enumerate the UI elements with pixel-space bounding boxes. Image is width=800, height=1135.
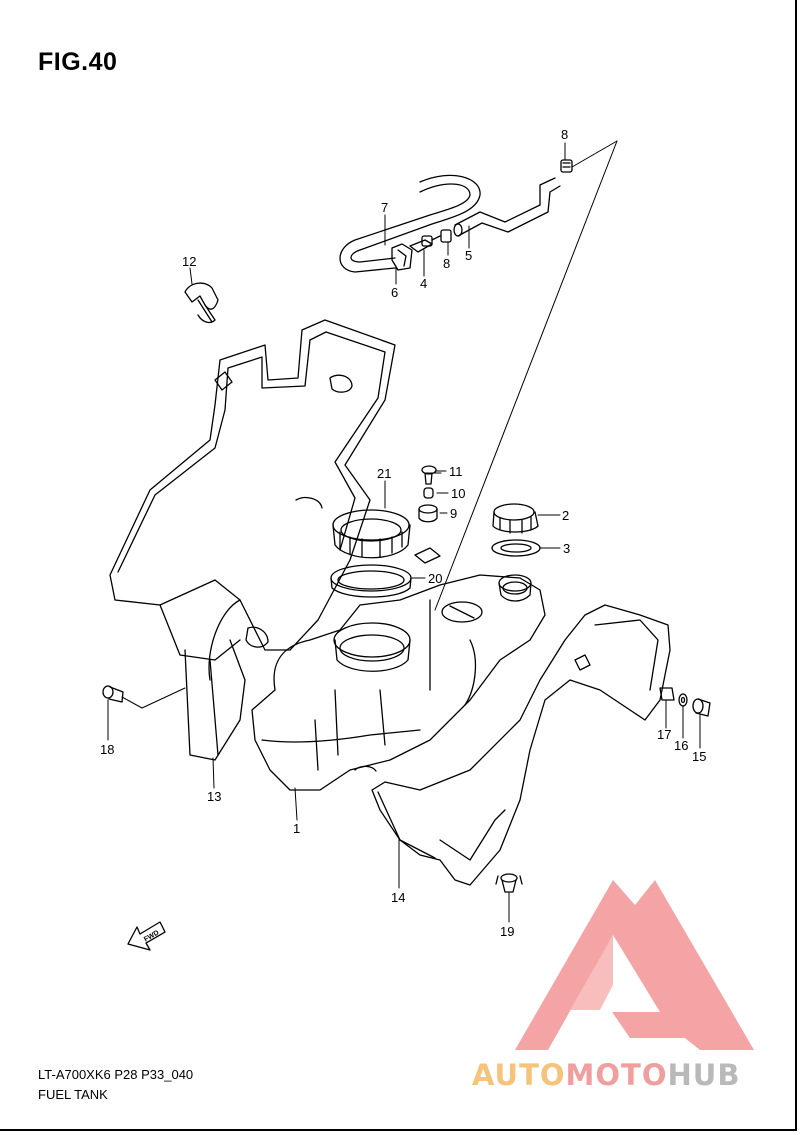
watermark-brand: AUTOMOTOHUB — [472, 1058, 740, 1092]
clip-12 — [184, 282, 219, 324]
callout-18: 18 — [100, 742, 114, 757]
clamp-6 — [391, 243, 413, 271]
cap-gasket-3 — [491, 539, 541, 557]
section-name: FUEL TANK — [38, 1087, 108, 1102]
valve-4 — [409, 235, 441, 253]
clip-19 — [495, 873, 523, 893]
callout-6: 6 — [391, 285, 398, 300]
callout-19: 19 — [500, 924, 514, 939]
callout-14: 14 — [391, 890, 405, 905]
watermark-part-2: MOTO — [565, 1058, 668, 1092]
callout-12: 12 — [182, 254, 196, 269]
screw-11 — [421, 465, 437, 485]
callout-21: 21 — [377, 466, 391, 481]
bolt-18 — [102, 685, 124, 703]
callout-15: 15 — [692, 749, 706, 764]
callout-8-mid: 8 — [443, 256, 450, 271]
clamp-8-top — [560, 159, 573, 173]
callout-5: 5 — [465, 248, 472, 263]
callout-labels: 1 2 3 4 5 6 7 8 8 9 10 11 12 13 14 15 16… — [100, 127, 706, 939]
callout-1: 1 — [293, 821, 300, 836]
clamp-8-mid — [440, 229, 452, 243]
lock-ring-21 — [332, 509, 411, 559]
callout-11: 11 — [449, 464, 463, 479]
callout-16: 16 — [674, 738, 688, 753]
fwd-arrow-icon — [127, 921, 166, 951]
callout-20: 20 — [428, 571, 442, 586]
watermark-part-1: AUTO — [472, 1058, 566, 1092]
callout-10: 10 — [451, 486, 465, 501]
callout-4: 4 — [420, 276, 427, 291]
collar-10 — [423, 487, 434, 499]
callout-17: 17 — [657, 727, 671, 742]
pump-opening — [333, 622, 411, 672]
collar-17 — [659, 687, 675, 701]
callout-7: 7 — [381, 200, 388, 215]
fuel-tank-1 — [251, 574, 546, 791]
cushion-9 — [418, 504, 438, 523]
fuel-cap-2 — [492, 503, 539, 534]
leader-lines — [107, 142, 701, 923]
cover-shell-13 — [109, 319, 396, 761]
filler-neck — [498, 574, 532, 602]
side-cover-14 — [371, 604, 671, 886]
callout-2: 2 — [562, 508, 569, 523]
watermark-logo — [515, 880, 754, 1050]
gasket-20 — [330, 564, 412, 598]
bolt-15 — [692, 698, 711, 717]
callout-8-top: 8 — [561, 127, 568, 142]
watermark-part-3: HUB — [667, 1058, 741, 1092]
model-code: LT-A700XK6 P28 P33_040 — [38, 1067, 194, 1082]
breather-hose-7 — [339, 174, 481, 273]
figure-title: FIG.40 — [38, 48, 118, 76]
callout-9: 9 — [450, 506, 457, 521]
callout-13: 13 — [207, 789, 221, 804]
callout-3: 3 — [563, 541, 570, 556]
sender-area — [414, 547, 483, 623]
washer-16 — [678, 693, 688, 707]
hose-5 — [453, 177, 561, 237]
